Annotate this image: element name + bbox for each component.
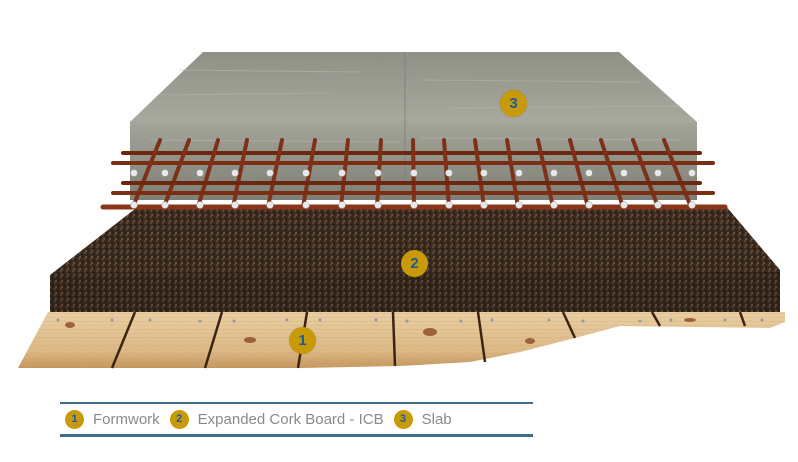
- legend-item-cork-board: 2 Expanded Cork Board - ICB: [169, 409, 384, 429]
- slab-marker-badge[interactable]: 3: [500, 90, 527, 117]
- legend-number-badge: 1: [65, 409, 84, 429]
- layered-slab-illustration: [18, 52, 785, 369]
- legend-label: Formwork: [93, 410, 160, 428]
- formwork-marker-badge[interactable]: 1: [289, 327, 316, 354]
- legend-item-slab: 3 Slab: [393, 409, 452, 429]
- legend-number-badge: 3: [393, 409, 413, 429]
- rebar-mesh: [100, 138, 728, 210]
- legend-item-formwork: 1 Formwork: [65, 409, 160, 429]
- legend-label: Expanded Cork Board - ICB: [197, 410, 384, 428]
- legend-label: Slab: [421, 410, 452, 428]
- cork-marker-badge[interactable]: 2: [401, 250, 428, 277]
- layer-legend: 1 Formwork 2 Expanded Cork Board - ICB 3…: [60, 402, 533, 437]
- formwork-layer: [18, 311, 785, 369]
- legend-number-badge: 2: [169, 409, 189, 429]
